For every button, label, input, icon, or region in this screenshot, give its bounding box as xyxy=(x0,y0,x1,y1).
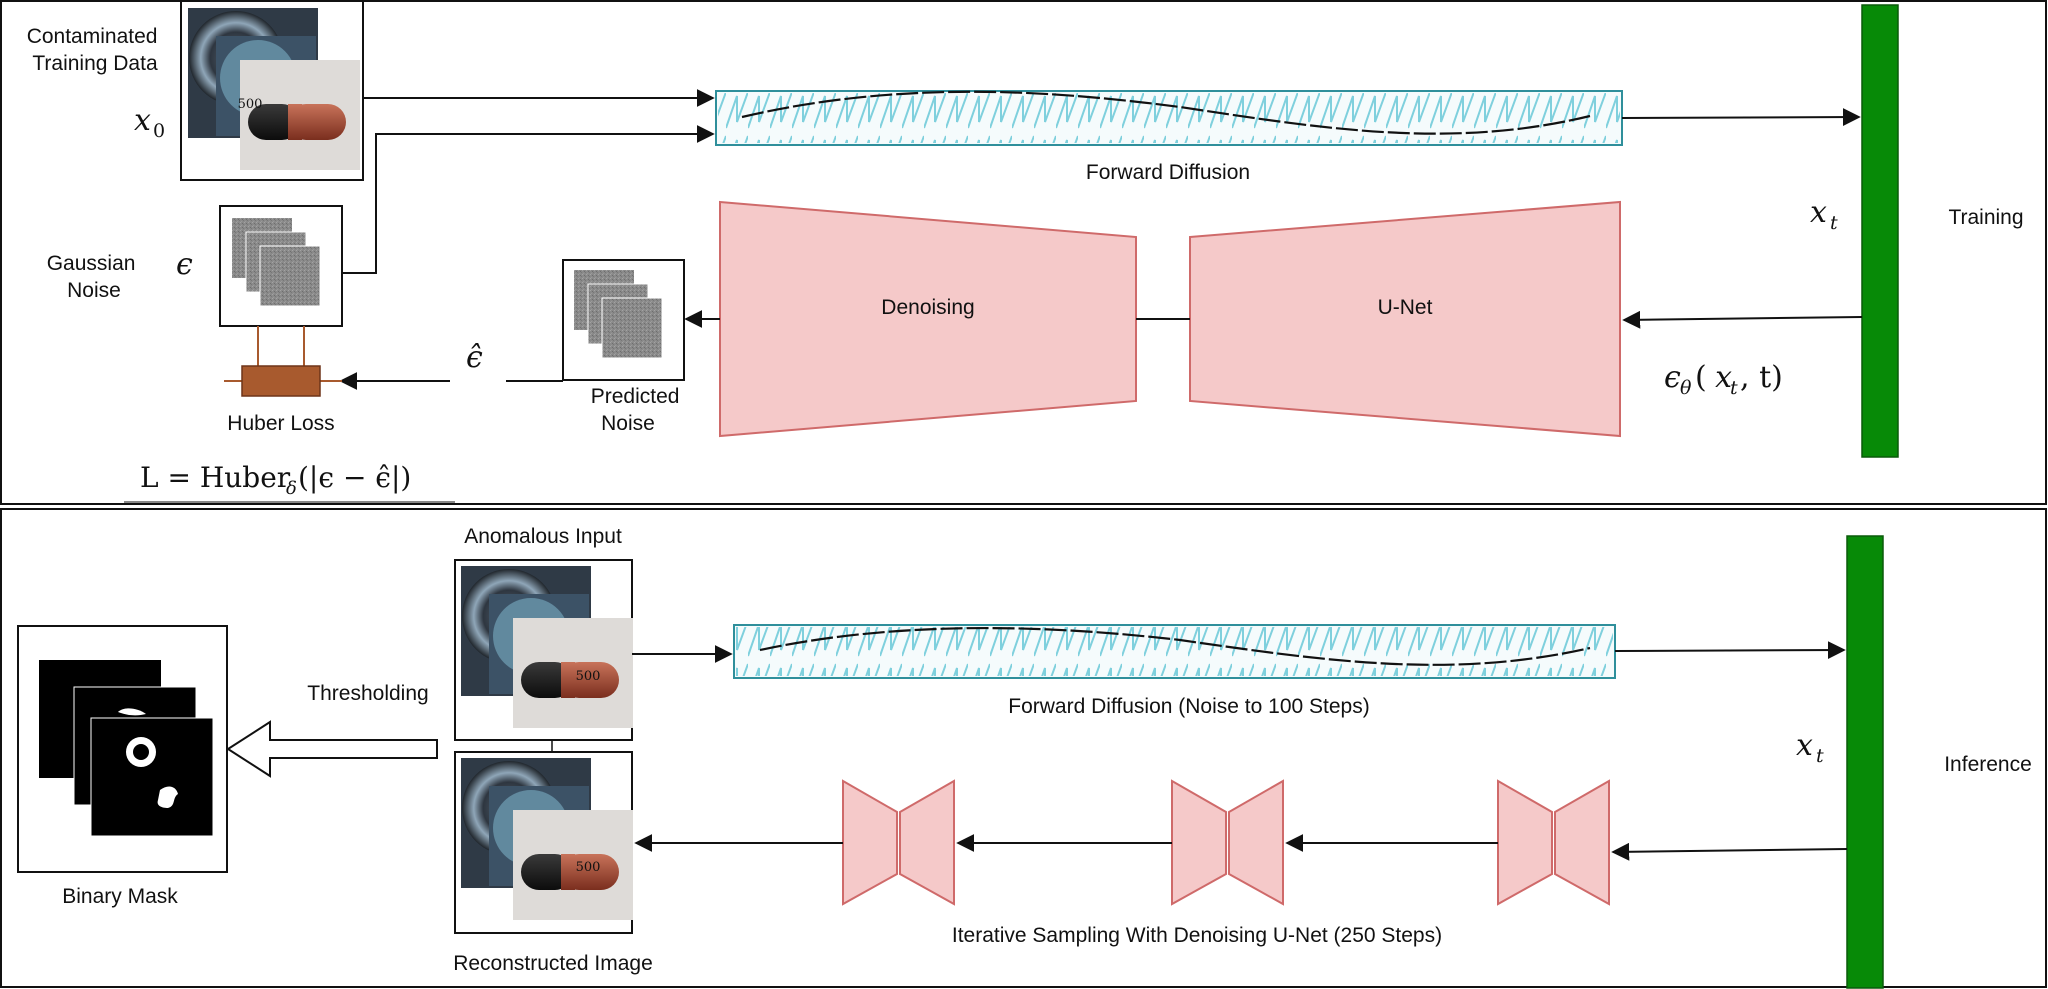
capsule-print: 500 xyxy=(238,97,263,112)
reconstructed-image-label: Reconstructed Image xyxy=(453,952,653,975)
unet-label: U-Net xyxy=(1378,296,1433,319)
contaminated-image-stack: 500 xyxy=(180,0,364,181)
thresholding-arrow xyxy=(226,720,438,778)
arrow-diffusion-to-xt xyxy=(1621,108,1861,127)
arrow-xt-to-unet xyxy=(1622,310,1863,329)
binary-mask-stack xyxy=(17,625,228,873)
svg-text:θ: θ xyxy=(1680,377,1692,399)
forward-diffusion-band xyxy=(715,90,1623,146)
reconstructed-image-stack: 500 xyxy=(454,751,633,934)
xt-bar-inference xyxy=(1846,535,1884,989)
denoising-block xyxy=(719,200,1137,438)
epsilon-symbol: ϵ xyxy=(176,247,193,282)
inference-forward-diffusion-label: Forward Diffusion (Noise to 100 Steps) xyxy=(1008,695,1369,718)
svg-text:, t): , t) xyxy=(1740,360,1783,395)
contaminated-data-label: Contaminated Training Data xyxy=(27,25,164,75)
forward-diffusion-label: Forward Diffusion xyxy=(1086,161,1250,184)
huber-loss-box xyxy=(224,326,342,397)
anomalous-input-label: Anomalous Input xyxy=(464,525,622,548)
svg-text:x: x xyxy=(1810,195,1827,230)
xt-bar-training xyxy=(1861,4,1899,458)
arrow-diffusion-to-xt-inference xyxy=(1614,641,1846,660)
svg-text:0: 0 xyxy=(153,120,165,142)
predicted-noise-stack xyxy=(562,259,685,381)
inference-side-label: Inference xyxy=(1944,753,2032,776)
svg-text:t: t xyxy=(1830,212,1838,234)
x0-symbol: x 0 xyxy=(134,103,165,142)
binary-mask-label: Binary Mask xyxy=(62,885,178,908)
loss-formula: L = Huber δ (|ϵ − ϵ̂|) xyxy=(124,461,455,503)
arrow-xt-to-unet3 xyxy=(1611,842,1848,861)
svg-text:L = Huber: L = Huber xyxy=(140,461,291,494)
thresholding-label: Thresholding xyxy=(307,682,428,705)
svg-text:x: x xyxy=(1796,728,1813,763)
unet-small-1 xyxy=(842,779,955,906)
gaussian-noise-stack xyxy=(219,205,343,327)
svg-text:t: t xyxy=(1730,377,1738,399)
denoising-label: Denoising xyxy=(881,296,974,319)
xt-symbol-training: x t xyxy=(1810,195,1838,234)
gaussian-noise-label: Gaussian Noise xyxy=(47,252,142,302)
unet-small-3 xyxy=(1497,779,1610,906)
huber-loss-label: Huber Loss xyxy=(227,412,334,435)
svg-text:ϵ: ϵ xyxy=(1664,360,1681,395)
svg-text:500: 500 xyxy=(576,860,601,875)
eps-theta-symbol: ϵ θ ( x t , t) xyxy=(1664,360,1783,399)
svg-text:(|ϵ − ϵ̂|): (|ϵ − ϵ̂|) xyxy=(298,461,411,494)
arrow-noise-to-diffusion xyxy=(342,125,715,274)
training-side-label: Training xyxy=(1948,206,2023,229)
xt-symbol-inference: x t xyxy=(1796,728,1824,767)
predicted-noise-label: Predicted Noise xyxy=(591,385,686,435)
eps-hat-bg xyxy=(450,346,506,386)
anomalous-input-stack: 500 xyxy=(454,559,633,741)
svg-text:t: t xyxy=(1816,745,1824,767)
inference-forward-diffusion-band xyxy=(733,624,1616,679)
unet-small-2 xyxy=(1171,779,1284,906)
svg-text:( x: ( x xyxy=(1695,360,1732,395)
sampling-label: Iterative Sampling With Denoising U-Net … xyxy=(952,924,1442,947)
svg-text:500: 500 xyxy=(576,669,601,684)
unet-block xyxy=(1189,200,1621,438)
svg-text:δ: δ xyxy=(286,478,297,499)
svg-text:x: x xyxy=(134,103,151,138)
eps-hat-symbol: ϵ̂ xyxy=(466,340,483,375)
